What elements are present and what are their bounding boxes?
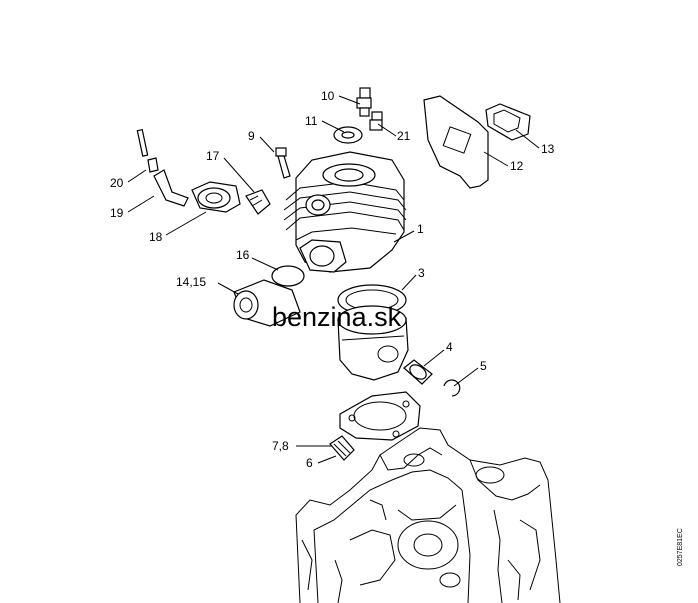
part-label-7-8: 7,8: [272, 439, 289, 453]
drawing-code: 0257E81EC: [677, 528, 684, 566]
part-label-9: 9: [248, 129, 255, 143]
part-label-20: 20: [110, 176, 124, 190]
part-label-6: 6: [306, 456, 313, 470]
decompression-valve-drawing: [333, 87, 383, 144]
part-label-1: 1: [417, 222, 424, 236]
part-label-10: 10: [321, 89, 335, 103]
part-label-3: 3: [418, 266, 425, 280]
piston-pin-drawing: [403, 359, 461, 397]
piston-drawing: [337, 284, 409, 381]
crankcase-drawing: [295, 427, 561, 603]
part-label-11: 11: [305, 114, 318, 128]
part-label-5: 5: [480, 359, 487, 373]
part-labels: 10 11 21 9 17 20 19 18 13 12 1 16 3 14,1…: [110, 89, 555, 470]
intake-manifold-drawing: [233, 265, 305, 327]
part-label-17: 17: [206, 149, 220, 163]
part-label-19: 19: [110, 206, 124, 220]
cylinder-gasket-drawing: [329, 391, 421, 461]
part-label-12: 12: [510, 159, 524, 173]
part-label-21: 21: [397, 129, 411, 143]
part-label-18: 18: [149, 230, 163, 244]
watermark-text: benzina.sk: [272, 302, 402, 332]
part-label-16: 16: [236, 248, 250, 262]
leader-lines: [127, 95, 540, 464]
part-label-13: 13: [541, 142, 555, 156]
intake-parts-drawing: [136, 128, 271, 215]
part-label-4: 4: [446, 340, 453, 354]
muffler-gasket-drawing: [423, 95, 531, 189]
cylinder-drawing: [283, 151, 407, 273]
screw-drawing: [275, 147, 291, 179]
part-label-14-15: 14,15: [176, 275, 206, 289]
